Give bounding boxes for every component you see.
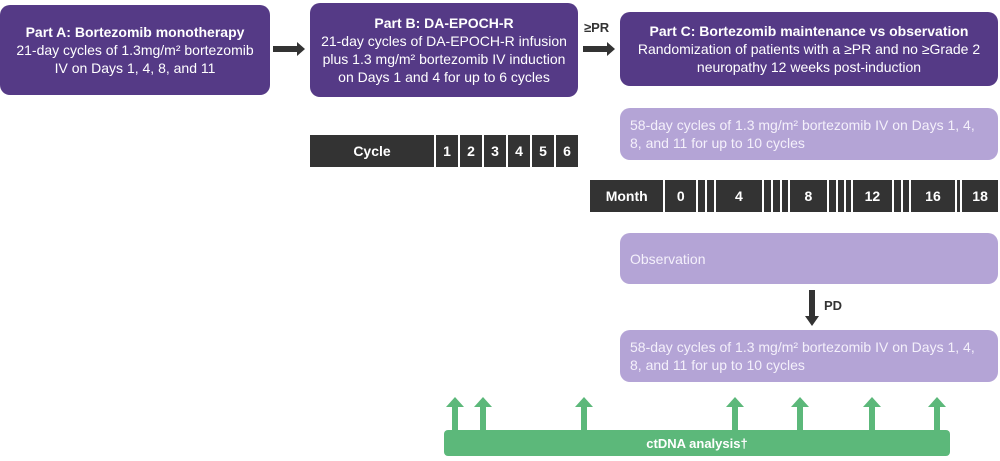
part-c-box: Part C: Bortezomib maintenance vs observ… — [620, 12, 998, 86]
timeline-spacer — [707, 180, 715, 212]
timeline-cell: 8 — [789, 180, 828, 212]
timeline-cell: 0 — [665, 180, 697, 212]
observation-arm-text: Observation — [630, 250, 706, 267]
ctdna-timepoint-arrow-icon — [928, 397, 946, 431]
arrow-right-icon — [583, 42, 615, 56]
ctdna-timepoint-arrow-icon — [863, 397, 881, 431]
part-b-text: 21-day cycles of DA-EPOCH-R infusion plu… — [321, 33, 567, 85]
timeline-cell: 4 — [716, 180, 762, 212]
timeline-cell: 16 — [910, 180, 956, 212]
crossover-arm-box: 58-day cycles of 1.3 mg/m² bortezomib IV… — [620, 330, 998, 382]
part-c-text: Randomization of patients with a ≥PR and… — [637, 41, 981, 75]
timeline-spacer — [698, 180, 706, 212]
timeline-cell: 18 — [962, 180, 998, 212]
arrow-down-icon — [805, 290, 819, 326]
pr-label: ≥PR — [584, 20, 610, 35]
timeline-label: Cycle — [310, 135, 434, 167]
part-b-box: Part B: DA-EPOCH-R 21-day cycles of DA-E… — [310, 3, 578, 97]
timeline-spacer — [838, 180, 845, 212]
timeline-cell: 2 — [460, 135, 482, 167]
ctdna-timepoint-arrow-icon — [474, 397, 492, 431]
ctdna-timepoint-arrow-icon — [726, 397, 744, 431]
ctdna-label: ctDNA analysis† — [646, 435, 748, 451]
maintenance-arm-box: 58-day cycles of 1.3 mg/m² bortezomib IV… — [620, 108, 998, 160]
part-a-box: Part A: Bortezomib monotherapy 21-day cy… — [0, 5, 270, 95]
timeline-spacer — [893, 180, 901, 212]
timeline-label: Month — [590, 180, 664, 212]
ctdna-timepoint-arrow-icon — [791, 397, 809, 431]
part-a-text: 21-day cycles of 1.3mg/m² bortezomib IV … — [16, 42, 254, 76]
timeline-cell: 6 — [556, 135, 578, 167]
part-a-title: Part A: Bortezomib monotherapy — [25, 24, 245, 40]
part-c-title: Part C: Bortezomib maintenance vs observ… — [649, 23, 969, 39]
part-b-title: Part B: DA-EPOCH-R — [374, 15, 514, 31]
timeline-cell: 1 — [436, 135, 458, 167]
crossover-arm-text: 58-day cycles of 1.3 mg/m² bortezomib IV… — [630, 339, 975, 373]
timeline-spacer — [957, 180, 961, 212]
observation-arm-box: Observation — [620, 233, 998, 284]
ctdna-analysis-bar: ctDNA analysis† — [444, 430, 950, 456]
ctdna-timepoint-arrow-icon — [575, 397, 593, 431]
timeline-spacer — [902, 180, 909, 212]
timeline-cell: 3 — [484, 135, 506, 167]
arrow-right-icon — [273, 42, 305, 56]
timeline-cell: 4 — [508, 135, 530, 167]
timeline-cell: 5 — [532, 135, 554, 167]
maintenance-arm-text: 58-day cycles of 1.3 mg/m² bortezomib IV… — [630, 117, 975, 151]
timeline-cell: 12 — [853, 180, 892, 212]
timeline-spacer — [781, 180, 788, 212]
timeline-spacer — [829, 180, 837, 212]
pd-label: PD — [824, 298, 843, 313]
timeline-spacer — [772, 180, 780, 212]
timeline-spacer — [763, 180, 771, 212]
timeline-spacer — [846, 180, 852, 212]
ctdna-timepoint-arrow-icon — [446, 397, 464, 431]
